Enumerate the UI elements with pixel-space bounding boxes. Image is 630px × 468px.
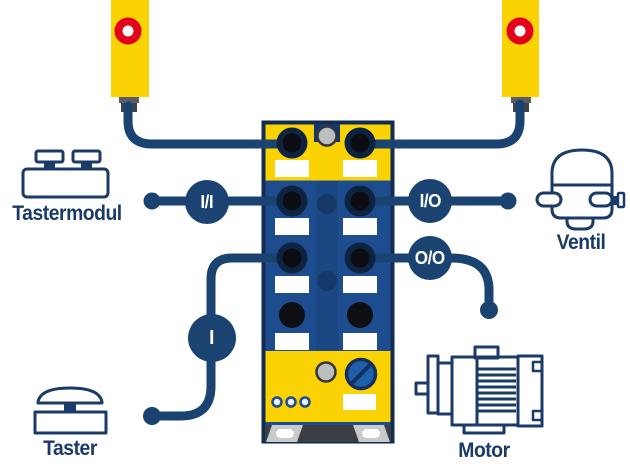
tastermodul-icon xyxy=(21,149,110,199)
badge-input-input-label: I/I xyxy=(200,191,214,212)
label-motor: Motor xyxy=(458,439,510,462)
module-mounting-base xyxy=(265,425,391,442)
port-row2 xyxy=(276,185,376,217)
module-top-screw xyxy=(316,125,338,147)
valve-icon xyxy=(535,148,626,231)
badge-output-output-label: O/O xyxy=(415,247,445,268)
sensor-left-connector xyxy=(119,97,139,103)
module-bottom-screw xyxy=(315,361,337,383)
badge-input-input: I/I xyxy=(185,180,229,224)
label-tastermodul: Tastermodul xyxy=(12,202,122,225)
sensor-right-icon xyxy=(502,0,539,112)
cable-sensor-right xyxy=(355,99,525,149)
sensor-left-icon xyxy=(111,0,149,112)
label-taster: Taster xyxy=(43,437,97,460)
cable-sensor-left xyxy=(123,101,297,149)
port-row3 xyxy=(276,242,376,274)
port-label-plates xyxy=(275,160,377,350)
badge-input-output-label: I/O xyxy=(419,190,441,211)
module-ports xyxy=(276,127,376,328)
taster-icon xyxy=(33,386,108,435)
port-row1 xyxy=(276,127,376,159)
badge-input-label: I xyxy=(209,326,215,349)
io-module xyxy=(261,120,395,444)
badge-input-output: I/O xyxy=(408,179,452,223)
badge-output-output: O/O xyxy=(408,236,452,280)
status-leds xyxy=(271,396,311,408)
cable-end-dots xyxy=(143,192,517,425)
badge-input: I xyxy=(188,314,236,362)
label-ventil: Ventil xyxy=(556,231,606,254)
motor-icon xyxy=(414,345,544,435)
port-row4-capped xyxy=(279,302,373,328)
